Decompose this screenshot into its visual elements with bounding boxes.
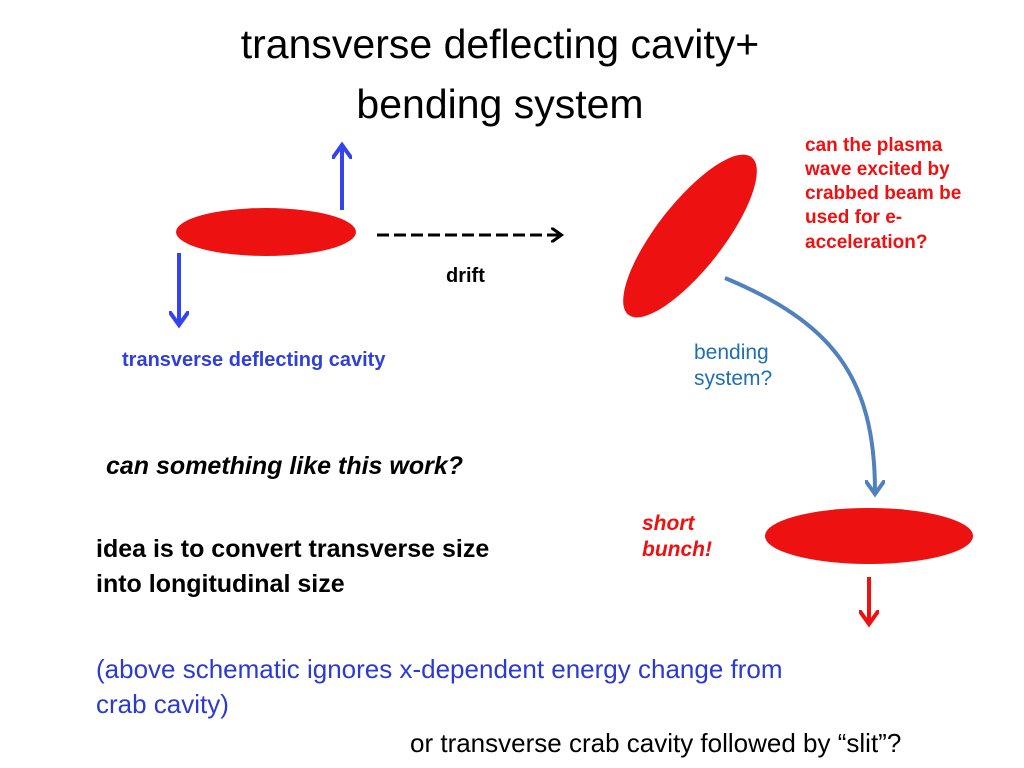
short-bunch-label: short bunch! — [642, 511, 712, 564]
note-text: (above schematic ignores x-dependent ene… — [96, 652, 783, 722]
slide-title-line-2: bending system — [356, 81, 644, 127]
idea-line: idea is to convert transverse size — [96, 535, 490, 563]
plasma-question-line: used for e- — [805, 207, 903, 229]
plasma-question-line: wave excited by — [805, 159, 950, 181]
short-bunch-line: short — [642, 512, 695, 535]
note-line: (above schematic ignores x-dependent ene… — [96, 654, 783, 684]
plasma-question-line: crabbed beam be — [805, 183, 962, 205]
bending-system-label: bending system? — [694, 340, 772, 393]
plasma-question-line: can the plasma — [805, 135, 943, 156]
idea-line: into longitudinal size — [96, 570, 345, 598]
idea-text: idea is to convert transverse size into … — [96, 532, 489, 602]
initial-bunch — [176, 208, 356, 256]
short-bunch-line: bunch! — [642, 538, 712, 562]
drift-label: drift — [446, 265, 485, 287]
bending-system-line: system? — [694, 367, 773, 391]
question-text: can something like this work? — [106, 452, 464, 480]
plasma-question-label: can the plasma wave excited by crabbed b… — [805, 134, 961, 255]
bending-system-line: bending — [694, 341, 769, 364]
bending-path-arrow — [724, 276, 875, 492]
tdc-label: transverse deflecting cavity — [122, 349, 386, 371]
slide-title-line-1: transverse deflecting cavity+ — [240, 21, 760, 67]
crabbed-bunch — [623, 154, 757, 318]
plasma-question-line: acceleration? — [805, 231, 928, 253]
note-line: crab cavity) — [96, 689, 229, 720]
short-bunch — [765, 508, 973, 564]
footer-text: or transverse crab cavity followed by “s… — [410, 728, 902, 758]
